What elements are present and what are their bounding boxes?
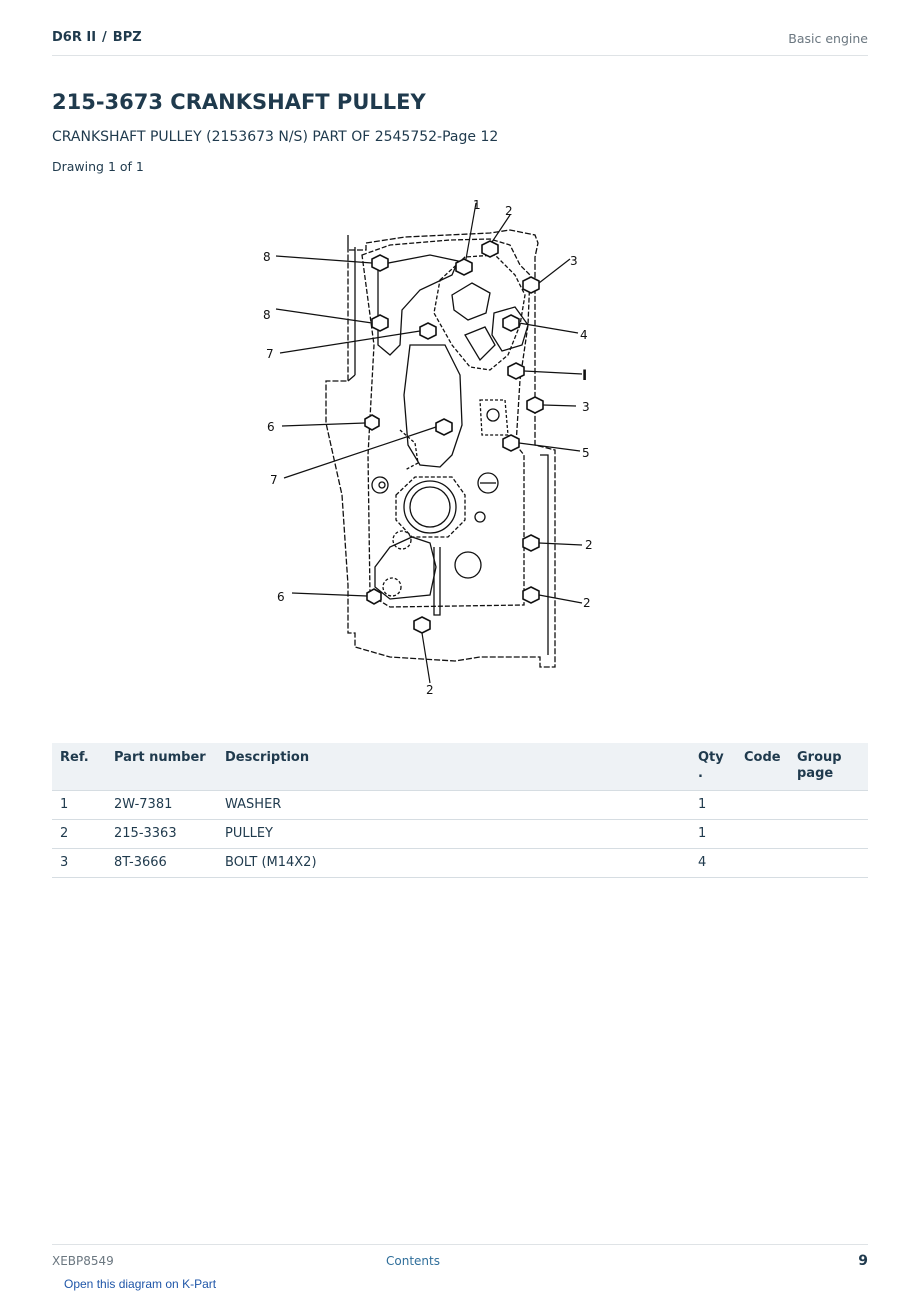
column-header-qty: Qty. [690, 743, 736, 791]
column-header-ref: Ref. [52, 743, 106, 791]
bolt-head [371, 254, 389, 272]
cell-description: WASHER [217, 790, 690, 820]
callout-label: 7 [270, 473, 278, 487]
callout-label: 6 [277, 590, 285, 604]
contents-link[interactable]: Contents [386, 1254, 440, 1268]
cell-ref: 1 [52, 790, 106, 820]
bolt-head [371, 314, 389, 332]
cell-part-number: 8T-3666 [106, 848, 217, 878]
callout-label: 2 [585, 538, 593, 552]
bolt-head [502, 314, 520, 332]
cell-qty: 1 [690, 819, 736, 849]
bolt-head [419, 322, 437, 340]
bolt-head [455, 258, 473, 276]
bolt-head [481, 240, 499, 258]
cell-qty: 4 [690, 848, 736, 878]
cell-qty: 1 [690, 790, 736, 820]
cell-code [736, 790, 789, 820]
parts-diagram: 1 2 3 8 8 4 7 I 3 6 5 7 2 6 2 2 [190, 195, 730, 705]
breadcrumb-serial-prefix: BPZ [112, 30, 142, 45]
page-subtitle: CRANKSHAFT PULLEY (2153673 N/S) PART OF … [52, 129, 499, 145]
breadcrumb: D6R II / BPZ [52, 30, 142, 45]
parts-table: Ref. Part number Description Qty. Code G… [52, 743, 868, 878]
callout-label: 2 [426, 683, 434, 697]
callout-label: 8 [263, 308, 271, 322]
column-header-description: Description [217, 743, 690, 791]
drawing-count: Drawing 1 of 1 [52, 159, 144, 174]
document-id: XEBP8549 [52, 1254, 114, 1268]
bolt-head [502, 434, 520, 452]
column-header-group-page-line2: page [797, 766, 834, 781]
callout-label: 3 [570, 254, 578, 268]
bolt-heads [364, 240, 544, 634]
open-diagram-kpart-link[interactable]: Open this diagram on K-Part [64, 1277, 217, 1291]
column-header-part-number: Part number [106, 743, 217, 791]
bolt-head [526, 396, 544, 414]
callout-label: I [582, 368, 587, 384]
table-row: 3 8T-3666 BOLT (M14X2) 4 [52, 848, 868, 878]
bolt-head [507, 362, 525, 380]
breadcrumb-model: D6R II [52, 30, 97, 45]
callout-leader-lines [275, 202, 583, 684]
callout-label: 2 [583, 596, 591, 610]
column-header-group-page-line1: Group [797, 750, 842, 765]
page-title: 215-3673 CRANKSHAFT PULLEY [52, 90, 426, 114]
callout-label: 6 [267, 420, 275, 434]
callout-label: 7 [266, 347, 274, 361]
column-header-qty-line2: . [698, 766, 703, 781]
bolt-head [522, 586, 540, 604]
column-header-code: Code [736, 743, 789, 791]
cell-description: BOLT (M14X2) [217, 848, 690, 878]
cell-group-page [789, 790, 868, 820]
callout-label: 1 [473, 198, 481, 212]
cell-ref: 3 [52, 848, 106, 878]
bolt-head [435, 418, 453, 436]
page-header: D6R II / BPZ Basic engine [52, 28, 868, 56]
bolt-head [366, 588, 382, 605]
cell-group-page [789, 848, 868, 878]
cell-description: PULLEY [217, 819, 690, 849]
table-row: 1 2W-7381 WASHER 1 [52, 790, 868, 820]
callout-label: 8 [263, 250, 271, 264]
cell-part-number: 215-3363 [106, 819, 217, 849]
callout-label: 5 [582, 446, 590, 460]
bolt-head [522, 534, 540, 552]
page-number: 9 [858, 1253, 868, 1269]
cell-part-number: 2W-7381 [106, 790, 217, 820]
breadcrumb-separator: / [102, 30, 107, 45]
cell-code [736, 848, 789, 878]
page-footer: XEBP8549 Contents 9 [52, 1244, 868, 1275]
callout-label: 3 [582, 400, 590, 414]
column-header-qty-line1: Qty [698, 750, 724, 765]
exploded-view-drawing: 1 2 3 8 8 4 7 I 3 6 5 7 2 6 2 2 [263, 198, 593, 697]
section-name: Basic engine [788, 31, 868, 46]
table-header-row: Ref. Part number Description Qty. Code G… [52, 743, 868, 791]
callout-labels: 1 2 3 8 8 4 7 I 3 6 5 7 2 6 2 2 [263, 198, 593, 697]
bolt-head [413, 616, 431, 634]
bolt-head [364, 414, 380, 431]
cell-ref: 2 [52, 819, 106, 849]
bolt-head [522, 276, 540, 294]
callout-label: 4 [580, 328, 588, 342]
table-row: 2 215-3363 PULLEY 1 [52, 819, 868, 849]
cell-code [736, 819, 789, 849]
engine-housing-outline [325, 229, 556, 668]
cell-group-page [789, 819, 868, 849]
callout-label: 2 [505, 204, 513, 218]
